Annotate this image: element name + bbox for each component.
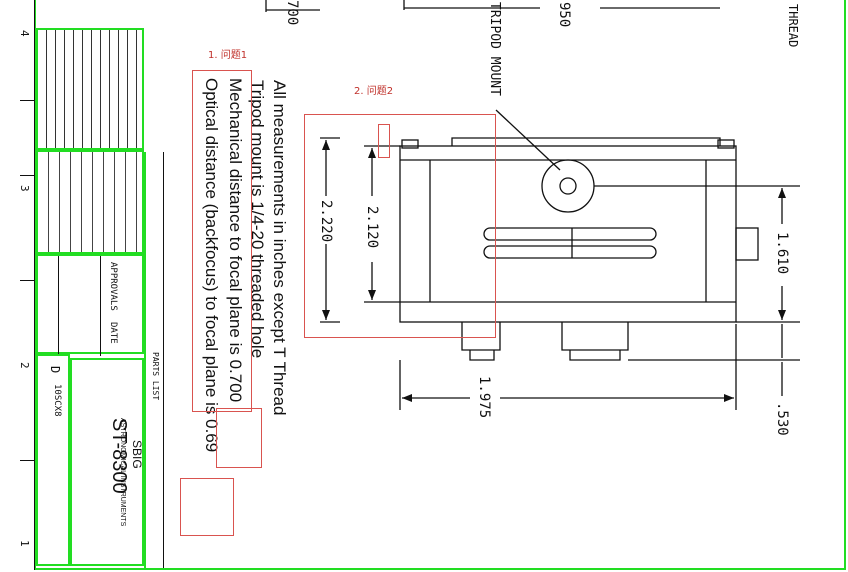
annotation-box-camera (304, 114, 496, 338)
annotation-box-069 (180, 478, 234, 536)
model-block: ST-8300 (70, 358, 144, 566)
annotation-box-small (378, 124, 390, 158)
annotation-box-0700 (216, 408, 262, 468)
title-block: APPROVALS DATE D 10SCX8 ST-8300 (36, 28, 146, 568)
dim-bottom-width: 1.975 (476, 376, 492, 419)
zone-strip (20, 0, 35, 570)
green-frame (34, 0, 846, 570)
annotation-label-1: 1. 问题1 (208, 50, 248, 61)
size-block: D 10SCX8 (36, 354, 70, 566)
spec-block (36, 150, 144, 254)
dim-right-height: 1.610 (774, 232, 790, 275)
revision-block (36, 28, 144, 150)
approvals-block: APPROVALS DATE (36, 254, 144, 356)
company-strip: PARTS LIST (144, 152, 164, 568)
annotation-label-2: 2. 问题2 (354, 86, 394, 97)
dim-bottom-right: .530 (774, 402, 790, 436)
annotation-box-notes (192, 70, 252, 412)
